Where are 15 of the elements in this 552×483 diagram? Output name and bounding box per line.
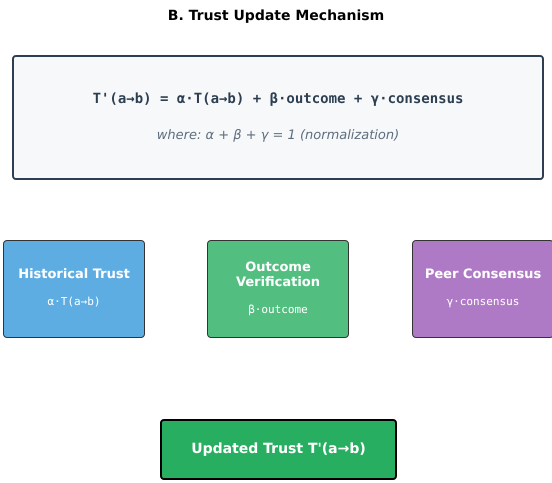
result-box <box>160 419 397 480</box>
heading-text: Updated Trust T'(a→b) <box>191 440 366 459</box>
component-box <box>207 240 349 338</box>
heading-text: Peer Consensus <box>424 267 542 282</box>
diagram-title: B. Trust Update Mechanism <box>168 7 384 26</box>
heading-text: Historical Trust <box>18 267 130 282</box>
component-box <box>3 240 145 338</box>
formula-text: γ·consensus <box>446 294 520 310</box>
note-text: where: α + β + γ = 1 (normalization) <box>156 127 400 146</box>
heading-text: Outcome Verification <box>234 260 321 290</box>
formula-text: α·T(a→b) <box>48 294 100 310</box>
formula-box <box>12 55 544 180</box>
equation-text: T'(a→b) = α·T(a→b) + β·outcome + γ·consensus <box>92 90 464 110</box>
component-box <box>412 240 552 338</box>
formula-text: β·outcome <box>248 302 308 318</box>
